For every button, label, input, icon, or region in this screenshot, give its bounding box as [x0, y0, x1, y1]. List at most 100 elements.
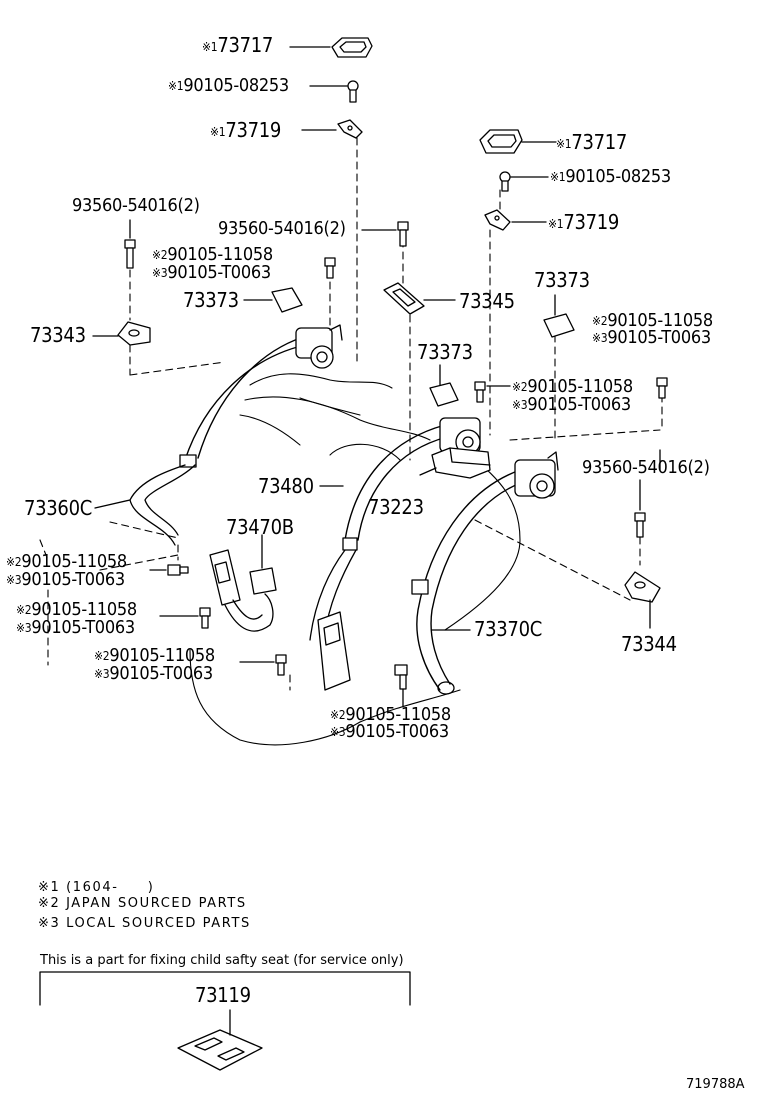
label-mark: ※3	[16, 621, 32, 635]
label-mark: ※2	[330, 708, 346, 722]
label-text: 90105-11058	[527, 376, 633, 397]
seat-outline	[189, 373, 521, 746]
label-text: 90105-T0063	[345, 721, 449, 742]
label-mark: ※3	[152, 266, 168, 280]
label-text: 73717	[217, 33, 274, 57]
label-mark: ※1	[548, 217, 564, 231]
label-text: 90105-08253	[565, 166, 671, 187]
label-text: 73343	[30, 323, 86, 347]
cover-73717-left	[289, 37, 373, 58]
leader-lines	[94, 294, 661, 509]
label-text: 73345	[459, 289, 515, 313]
buckle-73470b	[209, 534, 277, 632]
label-text: 90105-11058	[109, 645, 215, 666]
label-text: 73370C	[474, 617, 542, 641]
bolt-left-lower	[159, 607, 211, 629]
label-90105-t0063-a: ※390105-T0063	[152, 263, 271, 283]
bolt-right-upper	[656, 377, 668, 399]
label-mark: ※1	[202, 40, 218, 54]
label-text: 90105-T0063	[167, 262, 271, 283]
label-90105-t0063-d: ※390105-T0063	[6, 570, 125, 590]
label-90105-t0063-b: ※390105-T0063	[592, 328, 711, 348]
label-text: 73360C	[24, 496, 92, 520]
label-mark: ※2	[94, 649, 110, 663]
label-73717-right: ※173717	[556, 132, 627, 154]
note-3: ※3 LOCAL SOURCED PARTS	[38, 916, 251, 931]
belt-73480	[309, 417, 481, 691]
label-73343: 73343	[30, 325, 86, 347]
bracket-73345	[383, 282, 456, 315]
label-73470b: 73470B	[226, 517, 294, 539]
note-1: ※1 (1604- )	[38, 880, 155, 895]
bolt-center-lower	[239, 654, 287, 676]
cover-73717-right	[479, 129, 557, 154]
label-text: 90105-T0063	[21, 569, 125, 590]
label-90105-11058-f: ※290105-11058	[94, 646, 215, 666]
label-mark: ※2	[16, 603, 32, 617]
bolt-93560-left	[124, 219, 136, 269]
bolt-left-mid	[149, 564, 189, 576]
label-text: 90105-T0063	[109, 663, 213, 684]
label-90105-11058-d: ※290105-11058	[6, 552, 127, 572]
label-mark: ※3	[6, 573, 22, 587]
label-text: 90105-11058	[167, 244, 273, 265]
label-73480: 73480	[258, 476, 314, 498]
label-73717-left: ※173717	[202, 35, 273, 57]
screw-left-top	[309, 80, 359, 103]
label-mark: ※1	[556, 137, 572, 151]
belt-73370c	[411, 451, 559, 695]
note-2: ※2 JAPAN SOURCED PARTS	[38, 896, 247, 911]
label-73370c: 73370C	[474, 619, 542, 641]
label-73373-right: 73373	[534, 270, 590, 292]
label-mark: ※1	[210, 125, 226, 139]
label-mark: ※2	[6, 555, 22, 569]
label-90105-11058-g: ※290105-11058	[330, 705, 451, 725]
label-text: 73719	[225, 118, 282, 142]
label-90105-11058-b: ※290105-11058	[592, 311, 713, 331]
diagram-code: 719788A	[686, 1077, 745, 1092]
label-90105-11058-a: ※290105-11058	[152, 245, 273, 265]
label-text: 73470B	[226, 515, 294, 539]
label-mark: ※2	[152, 248, 168, 262]
guide-lines	[39, 137, 663, 691]
bolt-93560-right	[634, 479, 646, 538]
label-mark: ※2	[592, 314, 608, 328]
label-text: 93560-54016(2)	[218, 218, 346, 239]
label-90105-t0063-g: ※390105-T0063	[330, 722, 449, 742]
label-text: 73480	[258, 474, 314, 498]
label-73719-left: ※173719	[210, 120, 281, 142]
guide-73373-center	[429, 382, 459, 407]
service-box-frame	[39, 971, 411, 1006]
plate-73344	[624, 571, 661, 629]
label-93560-right: 93560-54016(2)	[582, 458, 710, 478]
label-mark: ※3	[592, 331, 608, 345]
bracket-73719-right	[484, 209, 547, 231]
label-text: 73373	[417, 340, 473, 364]
label-73360c: 73360C	[24, 498, 92, 520]
label-90105-08253-right: ※190105-08253	[550, 167, 671, 187]
label-text: 93560-54016(2)	[72, 195, 200, 216]
label-mark: ※3	[94, 667, 110, 681]
label-90105-11058-e: ※290105-11058	[16, 600, 137, 620]
label-text: 93560-54016(2)	[582, 457, 710, 478]
label-73344: 73344	[621, 634, 677, 656]
label-mark: ※3	[512, 398, 528, 412]
label-text: 73717	[571, 130, 628, 154]
bolt-bottom	[394, 664, 408, 707]
bolt-93560-center	[361, 221, 409, 247]
service-part-number: 73119	[195, 983, 251, 1007]
part-73119-icon	[177, 1009, 263, 1071]
label-text: 90105-11058	[345, 704, 451, 725]
label-90105-t0063-e: ※390105-T0063	[16, 618, 135, 638]
label-text: 90105-T0063	[31, 617, 135, 638]
anchor-73223	[419, 447, 491, 479]
label-text: 73373	[534, 268, 590, 292]
bolt-left-upper	[324, 257, 336, 279]
label-mark: ※1	[550, 170, 566, 184]
bolt-center-right	[474, 381, 511, 403]
guide-73373-right	[543, 313, 575, 338]
label-93560-center: 93560-54016(2)	[218, 219, 346, 239]
service-caption: This is a part for fixing child safty se…	[40, 953, 404, 968]
label-text: 90105-11058	[21, 551, 127, 572]
